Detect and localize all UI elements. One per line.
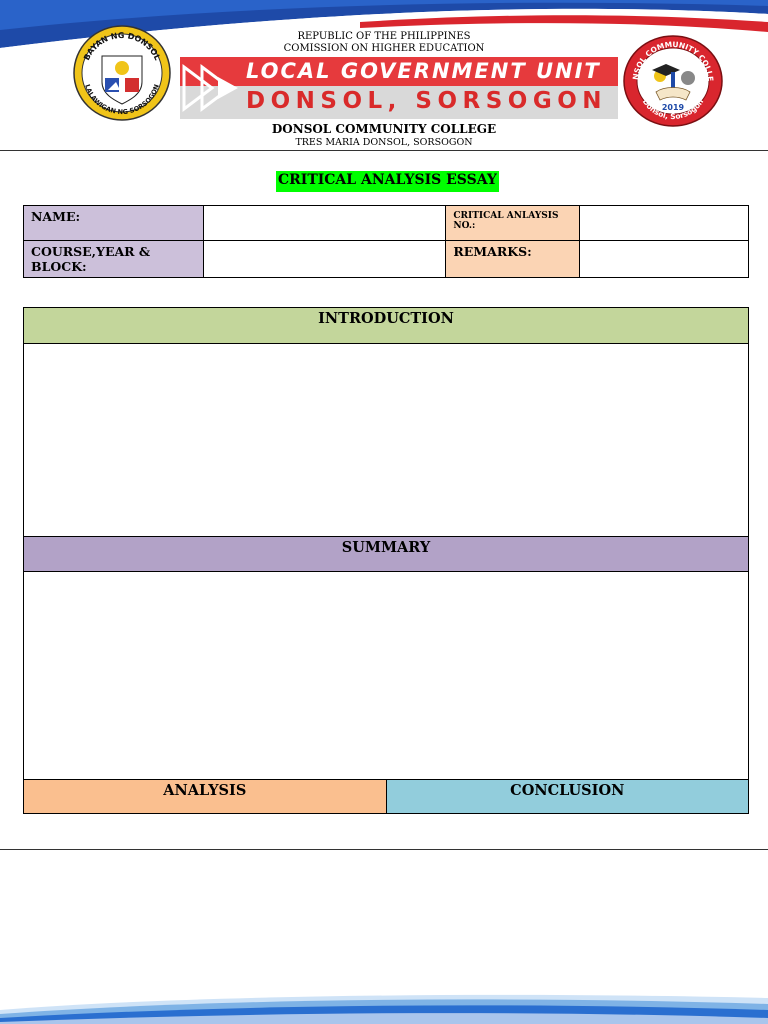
footer-swoosh-decoration (0, 994, 768, 1024)
lgu-place: DONSOL, SORSOGON (246, 88, 608, 114)
college-address: TRES MARIA DONSOL, SORSOGON (295, 137, 473, 148)
lgu-banner: LOCAL GOVERNMENT UNIT DONSOL, SORSOGON (180, 57, 618, 119)
essay-sections: INTRODUCTION SUMMARY (23, 307, 749, 781)
remarks-label: REMARKS: (445, 240, 581, 278)
name-field[interactable] (202, 205, 447, 241)
summary-body[interactable] (24, 572, 748, 780)
header-swoosh-decoration (0, 0, 768, 54)
analysis-conclusion-row: ANALYSIS CONCLUSION (23, 779, 749, 814)
analysis-number-field[interactable] (579, 205, 749, 241)
conclusion-heading: CONCLUSION (386, 780, 748, 813)
lgu-banner-red-band (180, 57, 618, 86)
remarks-field[interactable] (579, 240, 749, 278)
introduction-heading: INTRODUCTION (24, 308, 748, 344)
introduction-body[interactable] (24, 344, 748, 536)
play-arrows-icon (182, 64, 238, 112)
table-row: COURSE,YEAR & BLOCK: REMARKS: (23, 240, 749, 278)
name-label: NAME: (23, 205, 204, 241)
analysis-heading: ANALYSIS (24, 780, 387, 813)
summary-heading: SUMMARY (24, 536, 748, 572)
table-row: NAME: CRITICAL ANLAYSIS NO.: (23, 205, 749, 241)
donsol-municipal-seal-logo: BAYAN NG DONSOL LALAWIGAN NG SORSOGON (73, 25, 171, 121)
student-info-table: NAME: CRITICAL ANLAYSIS NO.: COURSE,YEAR… (23, 205, 749, 278)
college-name: DONSOL COMMUNITY COLLEGE (271, 122, 497, 136)
republic-heading: REPUBLIC OF THE PHILIPPINES (297, 31, 471, 42)
lgu-banner-gray-band (180, 86, 618, 119)
right-seal-year: 2019 (662, 103, 685, 112)
footer-divider (0, 849, 768, 850)
course-year-block-label: COURSE,YEAR & BLOCK: (23, 240, 204, 278)
ched-heading: COMISSION ON HIGHER EDUCATION (283, 43, 485, 54)
lgu-title: LOCAL GOVERNMENT UNIT (246, 59, 601, 83)
document-title: CRITICAL ANALYSIS ESSAY (276, 171, 499, 192)
community-college-seal-logo: DONSOL COMMUNITY COLLEGE Donsol, Sorsogo… (622, 34, 723, 127)
course-year-block-field[interactable] (202, 240, 447, 278)
analysis-number-label: CRITICAL ANLAYSIS NO.: (445, 205, 581, 241)
header-divider (0, 150, 768, 151)
